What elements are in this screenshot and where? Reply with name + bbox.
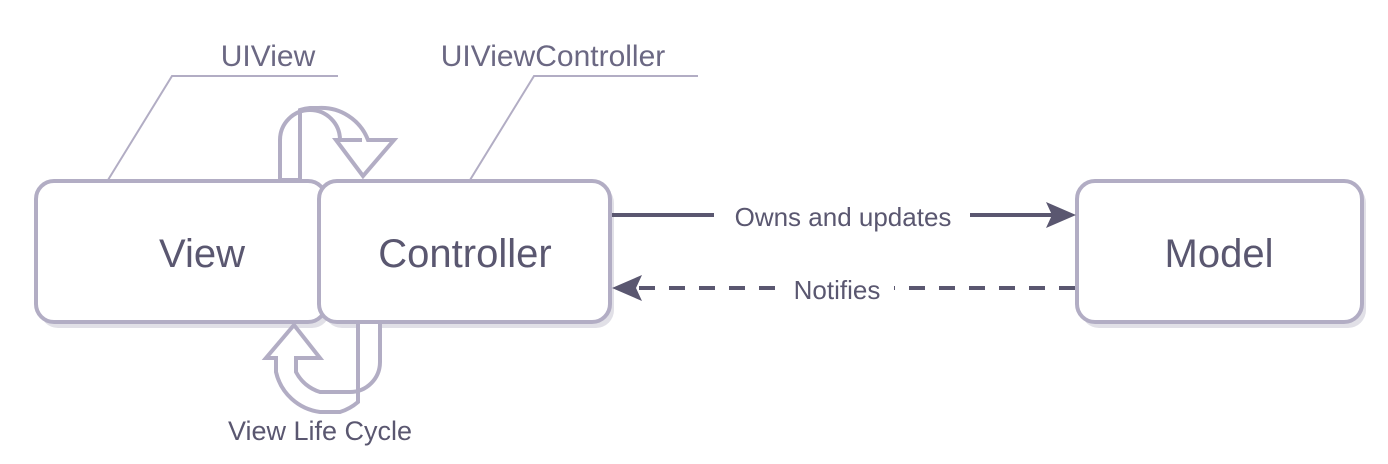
uiviewcontroller-callout-line bbox=[469, 75, 698, 181]
model-node-label: Model bbox=[1165, 232, 1274, 276]
lifecycle-top-arrow bbox=[278, 105, 399, 182]
uiview-callout-label: UIView bbox=[221, 40, 316, 73]
uiviewcontroller-callout-label: UIViewController bbox=[441, 40, 666, 73]
model-node bbox=[1075, 179, 1364, 324]
controller-node bbox=[317, 179, 612, 324]
notifies-edge-label-bg bbox=[780, 273, 894, 305]
notifies-edge-label: Notifies bbox=[794, 275, 881, 305]
uiview-callout-line bbox=[107, 75, 338, 181]
lifecycle-caption: View Life Cycle bbox=[228, 416, 412, 446]
owns-edge-label-bg bbox=[714, 200, 970, 232]
owns-edge-arrowhead bbox=[1046, 202, 1076, 228]
lifecycle-bottom-arrow bbox=[261, 320, 382, 414]
controller-node-label: Controller bbox=[378, 232, 551, 276]
owns-edge-label: Owns and updates bbox=[735, 202, 952, 232]
notifies-edge-arrowhead bbox=[612, 275, 642, 301]
view-node-label: View bbox=[159, 232, 245, 276]
